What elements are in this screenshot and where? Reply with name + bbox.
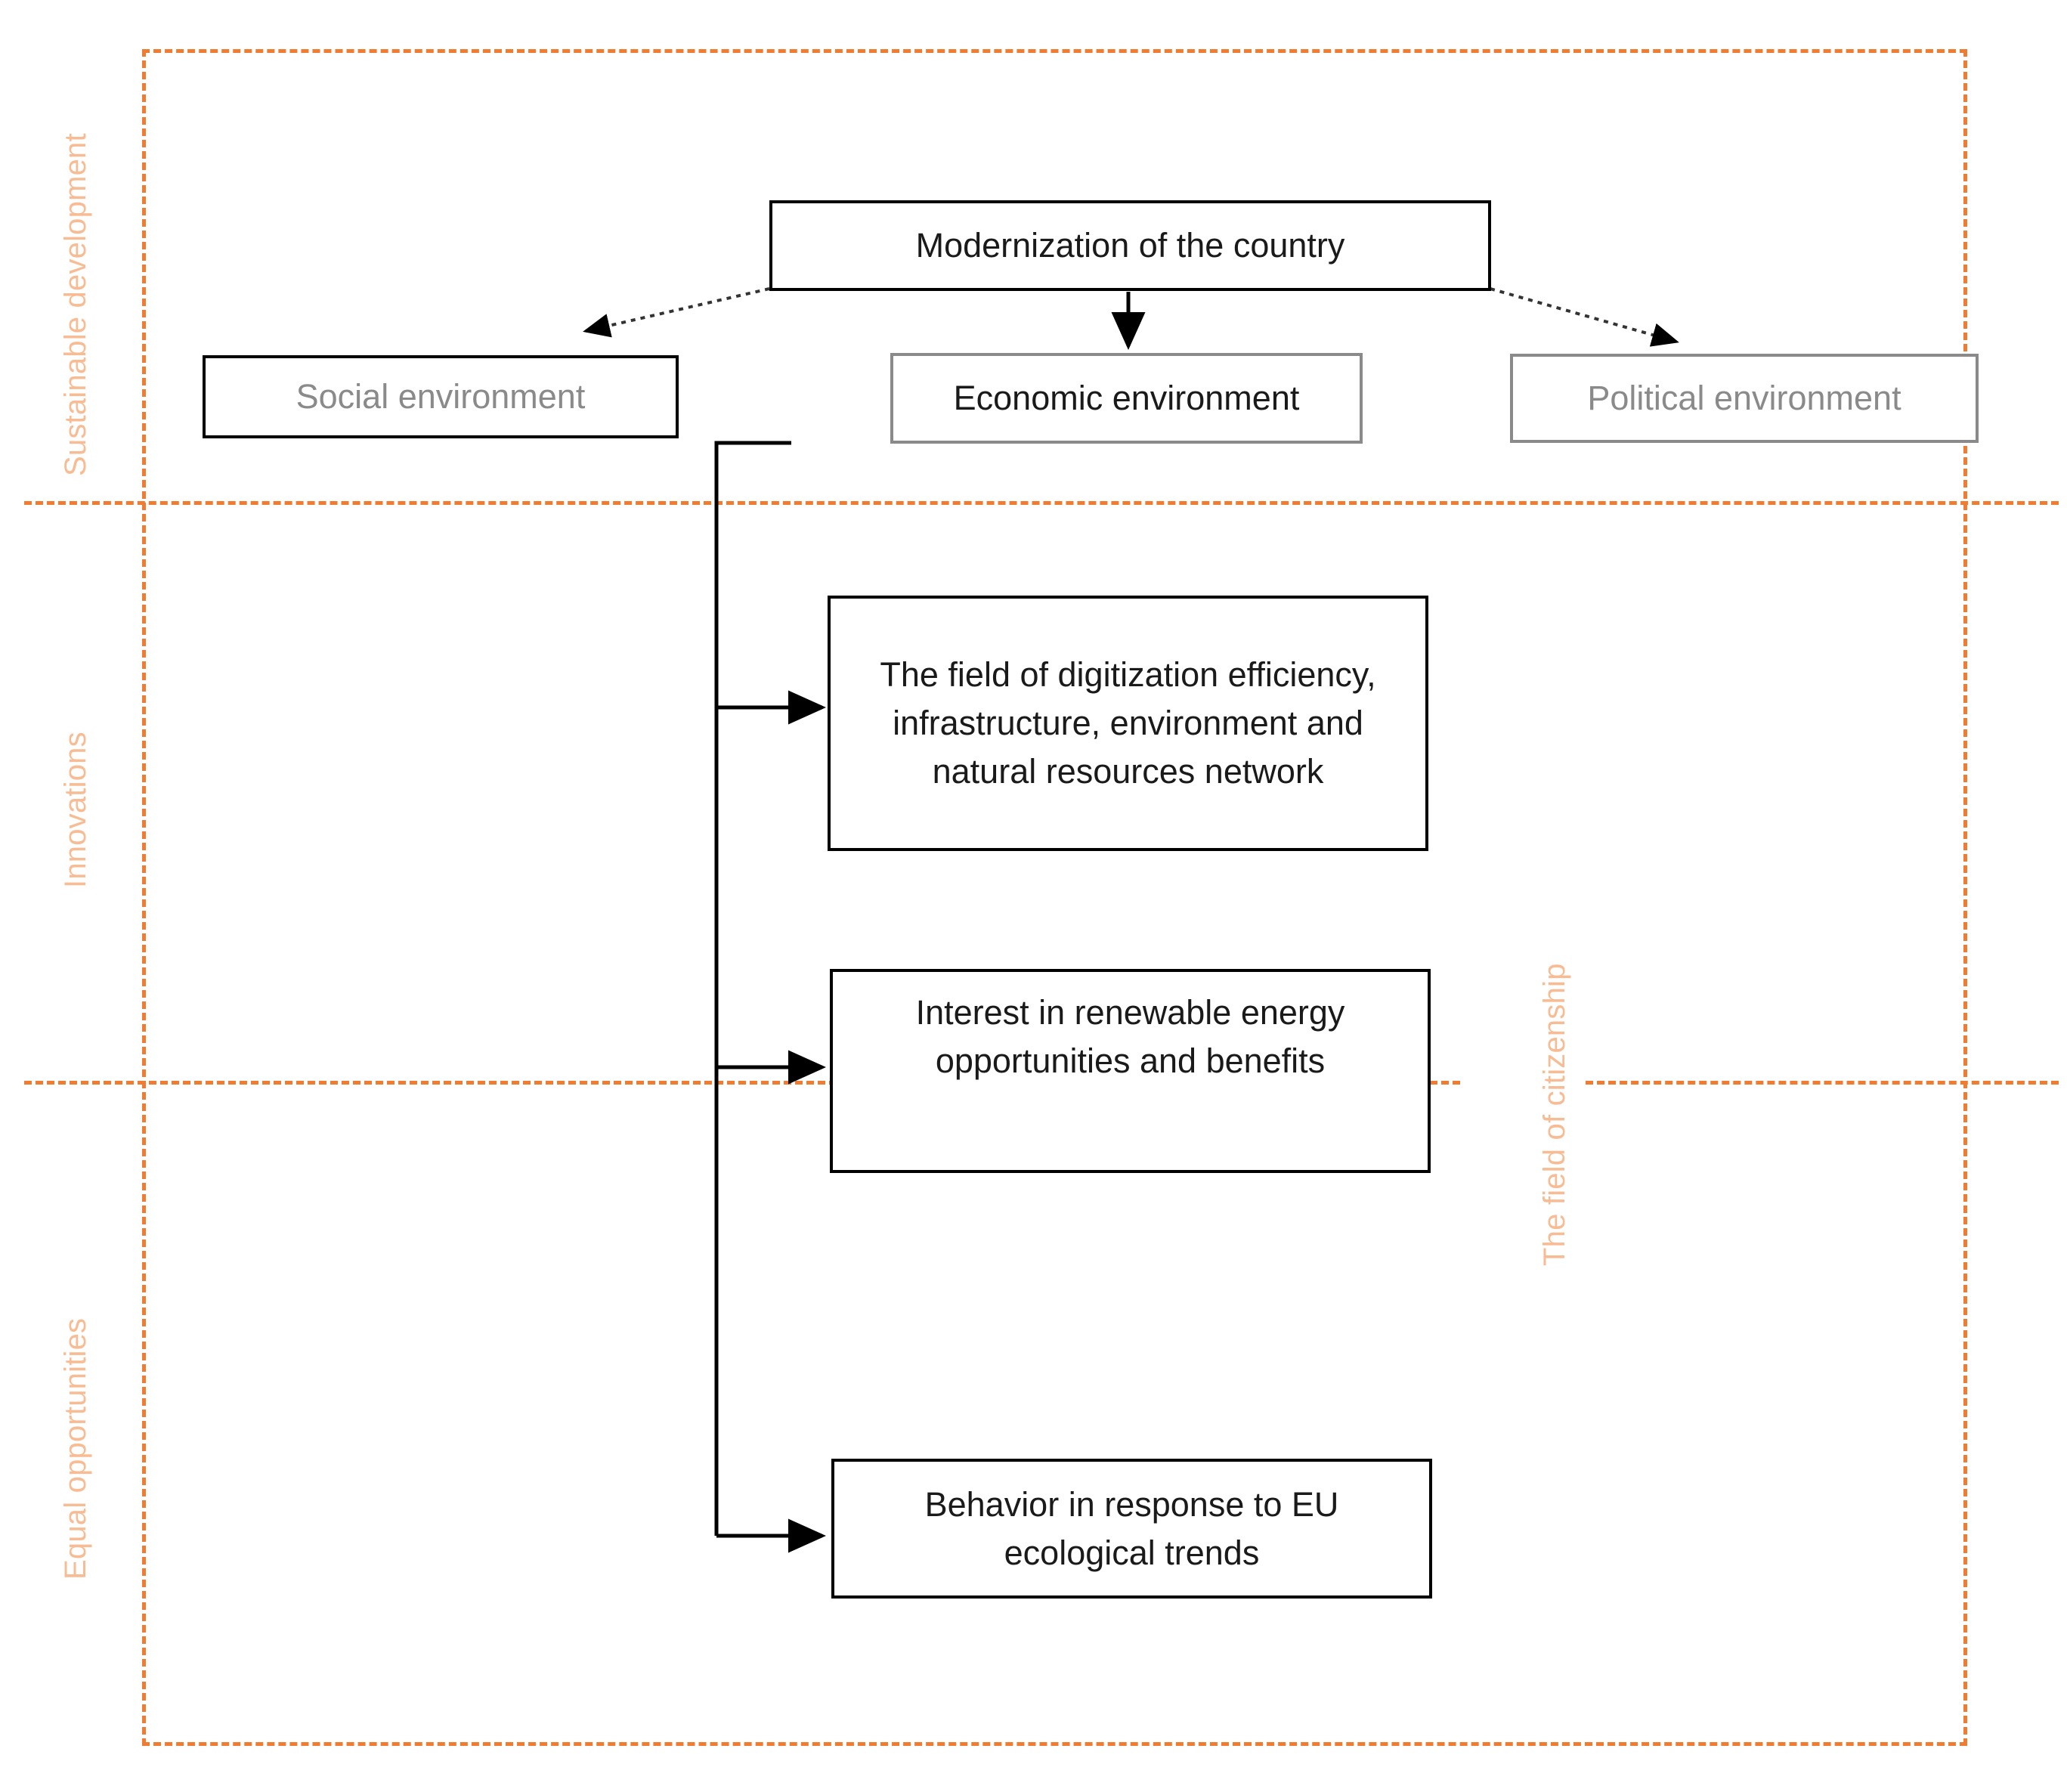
- node-label: Behavior in response to EU ecological tr…: [924, 1484, 1339, 1572]
- node-label: Modernization of the country: [915, 226, 1345, 265]
- dashed-outer-frame: [142, 49, 1967, 1746]
- node-social-environment[interactable]: Social environment: [203, 355, 679, 438]
- band-label-equal-opportunities: Equal opportunities: [59, 1317, 92, 1580]
- dashed-divider-sustainable-innovations: [24, 501, 2059, 505]
- node-label: Interest in renewable energy opportuniti…: [915, 993, 1345, 1080]
- node-modernization-of-the-country[interactable]: Modernization of the country: [769, 200, 1491, 291]
- band-label-field-of-citizenship: The field of citizenship: [1538, 963, 1571, 1266]
- node-label: The field of digitization efficiency, in…: [880, 655, 1376, 791]
- node-behavior-eu-ecological-trends[interactable]: Behavior in response to EU ecological tr…: [831, 1459, 1432, 1599]
- band-label-innovations: Innovations: [59, 732, 92, 888]
- node-label: Social environment: [296, 377, 586, 416]
- node-field-of-digitization[interactable]: The field of digitization efficiency, in…: [828, 596, 1428, 851]
- node-economic-environment[interactable]: Economic environment: [890, 353, 1363, 444]
- node-interest-renewable-energy[interactable]: Interest in renewable energy opportuniti…: [830, 969, 1431, 1173]
- node-political-environment[interactable]: Political environment: [1510, 354, 1979, 443]
- dashed-divider-innovations-equal-right: [1586, 1081, 2059, 1085]
- node-label: Economic environment: [953, 379, 1300, 418]
- band-label-sustainable-development: Sustainable development: [59, 133, 92, 476]
- node-label: Political environment: [1587, 379, 1901, 418]
